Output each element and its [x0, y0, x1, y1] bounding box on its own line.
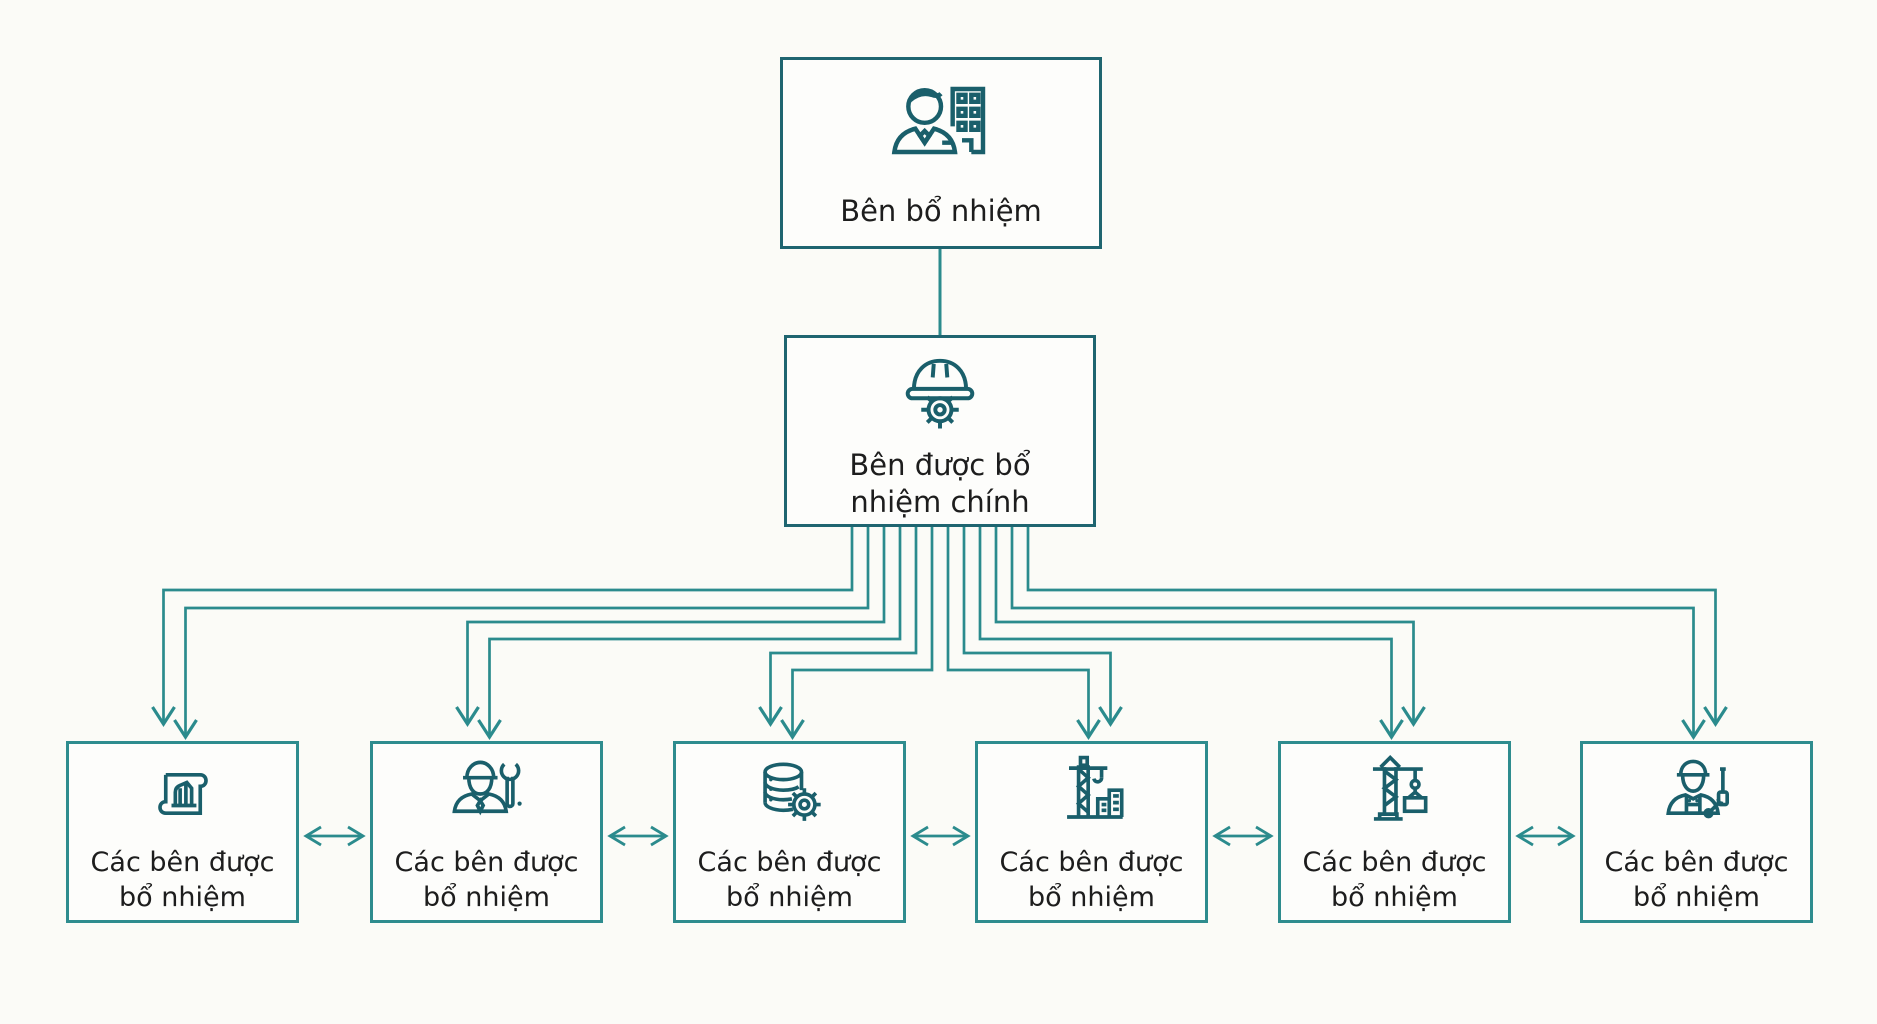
appointed-party-box-2: Các bên được bổ nhiệm: [370, 741, 603, 923]
down-arrowheads: [151, 706, 1728, 740]
appointed-party-label: Các bên được bổ nhiệm: [90, 847, 275, 913]
main-appointed-box: Bên được bổ nhiệm chính: [784, 335, 1096, 527]
connector-box3-outer: [769, 527, 918, 724]
tower-crane-building-icon: [1066, 756, 1124, 820]
businessman-building-icon: [891, 87, 986, 155]
crane-hook-load-icon: [1372, 755, 1427, 822]
appointed-party-label: Các bên được bổ nhiệm: [999, 847, 1184, 913]
connector-box4-outer: [962, 527, 1112, 724]
fan-out-connectors: [162, 527, 1717, 737]
connector-box3-inner: [791, 527, 934, 737]
connector-box4-inner: [946, 527, 1090, 737]
worker-tools-icon: [1665, 760, 1729, 819]
bidirectional-arrow-5: [1515, 825, 1576, 847]
appointed-party-box-6: Các bên được bổ nhiệm: [1580, 741, 1813, 923]
engineer-wrench-icon: [451, 761, 522, 816]
database-gear-icon: [762, 762, 821, 822]
appointed-party-box-3: Các bên được bổ nhiệm: [673, 741, 906, 923]
bidirectional-arrow-1: [303, 825, 366, 847]
connector-box2-inner: [488, 527, 902, 737]
appointed-party-box-4: Các bên được bổ nhiệm: [975, 741, 1208, 923]
main-appointed-label: Bên được bổ nhiệm chính: [849, 447, 1031, 519]
bidirectional-arrow-3: [910, 825, 971, 847]
blueprint-icon: [157, 773, 208, 816]
connector-box5-inner: [978, 527, 1393, 737]
appointed-party-label: Các bên được bổ nhiệm: [394, 847, 579, 913]
connector-box6-outer: [1026, 527, 1717, 724]
bidirectional-arrow-4: [1212, 825, 1274, 847]
connector-box6-inner: [1010, 527, 1695, 737]
appointer-box: Bên bổ nhiệm: [780, 57, 1102, 249]
appointed-party-label: Các bên được bổ nhiệm: [1604, 847, 1789, 913]
connector-box1-inner: [184, 527, 870, 737]
bidirectional-arrow-2: [607, 825, 669, 847]
appointed-party-box-1: Các bên được bổ nhiệm: [66, 741, 299, 923]
connector-box5-outer: [994, 527, 1415, 724]
appointed-party-box-5: Các bên được bổ nhiệm: [1278, 741, 1511, 923]
appointer-label: Bên bổ nhiệm: [840, 194, 1042, 229]
hardhat-gear-icon: [905, 358, 975, 429]
connector-box1-outer: [162, 527, 854, 724]
bidirectional-arrows: [303, 825, 1576, 847]
appointed-party-label: Các bên được bổ nhiệm: [697, 847, 882, 913]
connector-box2-outer: [466, 527, 886, 724]
appointed-party-label: Các bên được bổ nhiệm: [1302, 847, 1487, 913]
